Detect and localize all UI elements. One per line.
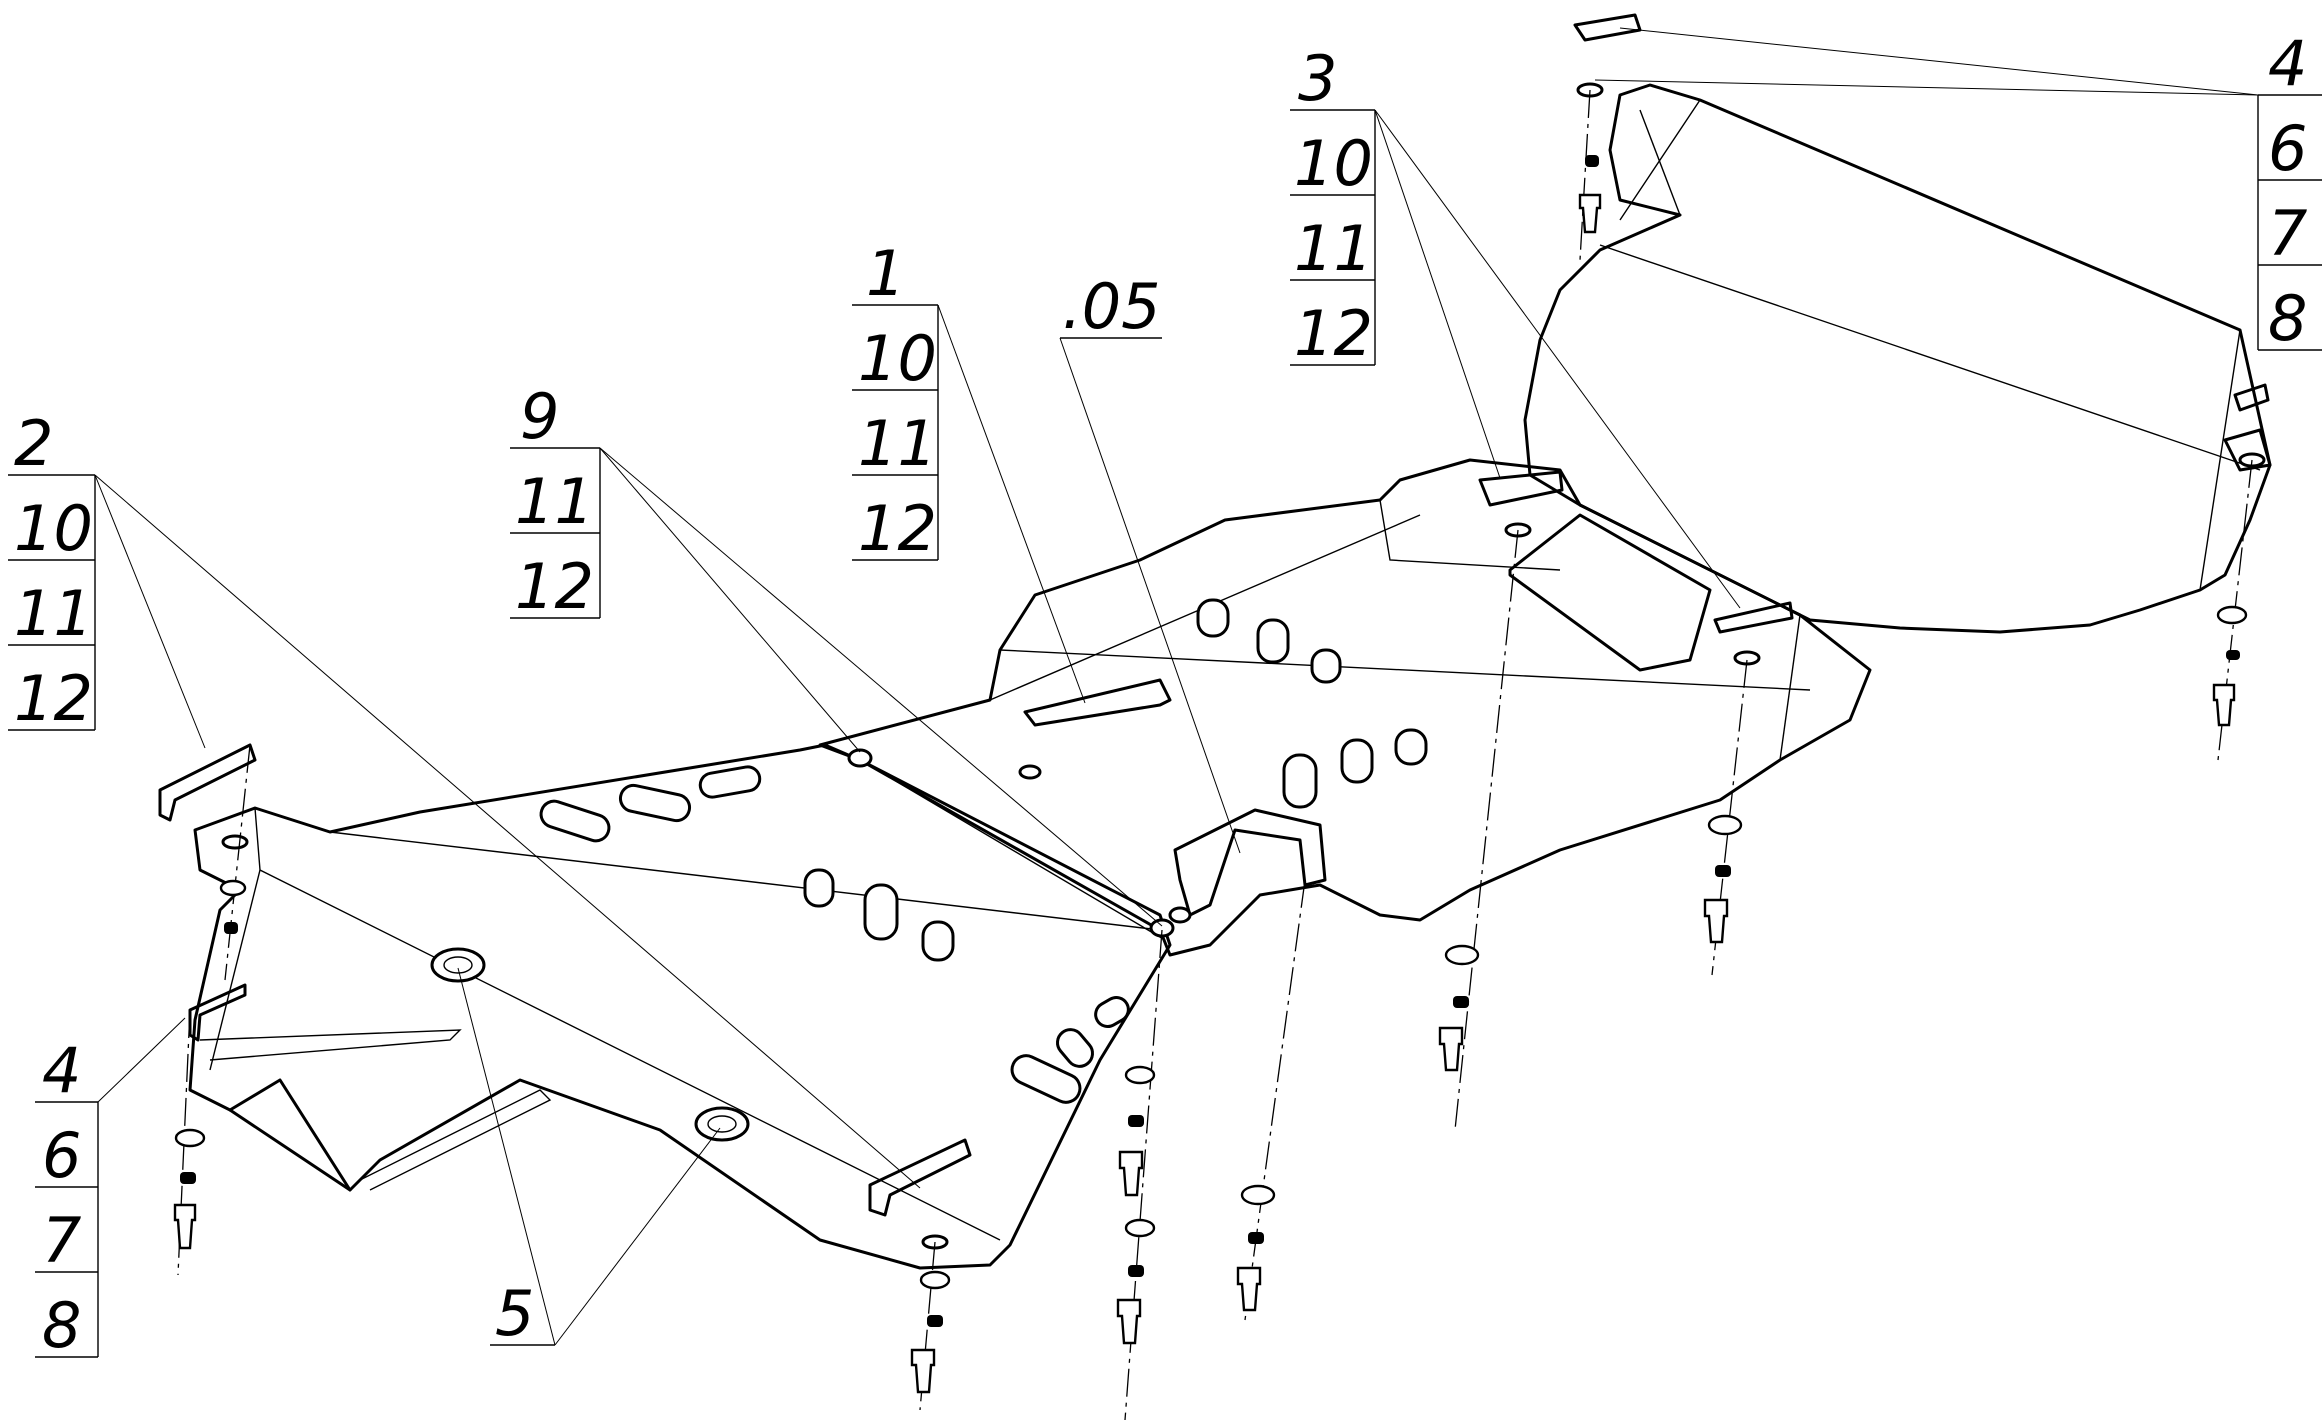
left-skid-plate — [158, 743, 1172, 1270]
callout-center-item-1: 1 — [866, 237, 905, 310]
callout-ref-item-1: .05 — [1062, 270, 1161, 343]
callout-bottom-left: 4 6 7 8 — [35, 1017, 186, 1362]
callout-top-right-item-2: 6 — [2268, 112, 2307, 185]
callout-top-right-item-4: 8 — [2268, 282, 2307, 355]
callout-center-item-4: 12 — [858, 492, 937, 565]
callout-center-item-3: 11 — [858, 407, 937, 480]
callout-center-right: 3 10 11 12 — [1290, 42, 1741, 609]
fasteners — [173, 89, 2253, 1421]
callout-ref: .05 — [1059, 270, 1241, 854]
callout-center-left: 9 11 12 — [510, 380, 1163, 927]
callout-top-right-item-3: 7 — [2268, 197, 2307, 270]
callout-center: 1 10 11 12 — [852, 237, 1086, 704]
callout-top-right: 4 6 7 8 — [1594, 27, 2322, 355]
callout-left-item-4: 12 — [14, 662, 93, 735]
callout-left-item-1: 2 — [14, 407, 53, 480]
callout-bottom: 5 — [457, 967, 721, 1350]
center-skid-plate — [818, 458, 1872, 957]
callout-center-left-item-3: 12 — [515, 550, 594, 623]
callout-bottom-item-1: 5 — [495, 1277, 534, 1350]
callout-left-item-2: 10 — [14, 492, 93, 565]
right-skid-plate — [1523, 13, 2272, 634]
callout-top-right-item-1: 4 — [2268, 27, 2307, 100]
callout-center-right-item-2: 10 — [1294, 127, 1373, 200]
callout-center-left-item-1: 9 — [520, 380, 559, 453]
callout-center-right-item-3: 11 — [1294, 212, 1373, 285]
callout-center-right-item-1: 3 — [1298, 42, 1337, 115]
callout-bottom-left-item-3: 7 — [42, 1204, 81, 1277]
callout-center-item-2: 10 — [858, 322, 937, 395]
callout-center-right-item-4: 12 — [1294, 297, 1373, 370]
callout-center-left-item-2: 11 — [515, 465, 594, 538]
callout-bottom-left-item-2: 6 — [42, 1119, 81, 1192]
callout-left-item-3: 11 — [14, 577, 93, 650]
callout-left: 2 10 11 12 — [8, 407, 921, 1189]
callout-bottom-left-item-1: 4 — [42, 1034, 81, 1107]
callout-bottom-left-item-4: 8 — [42, 1289, 81, 1362]
